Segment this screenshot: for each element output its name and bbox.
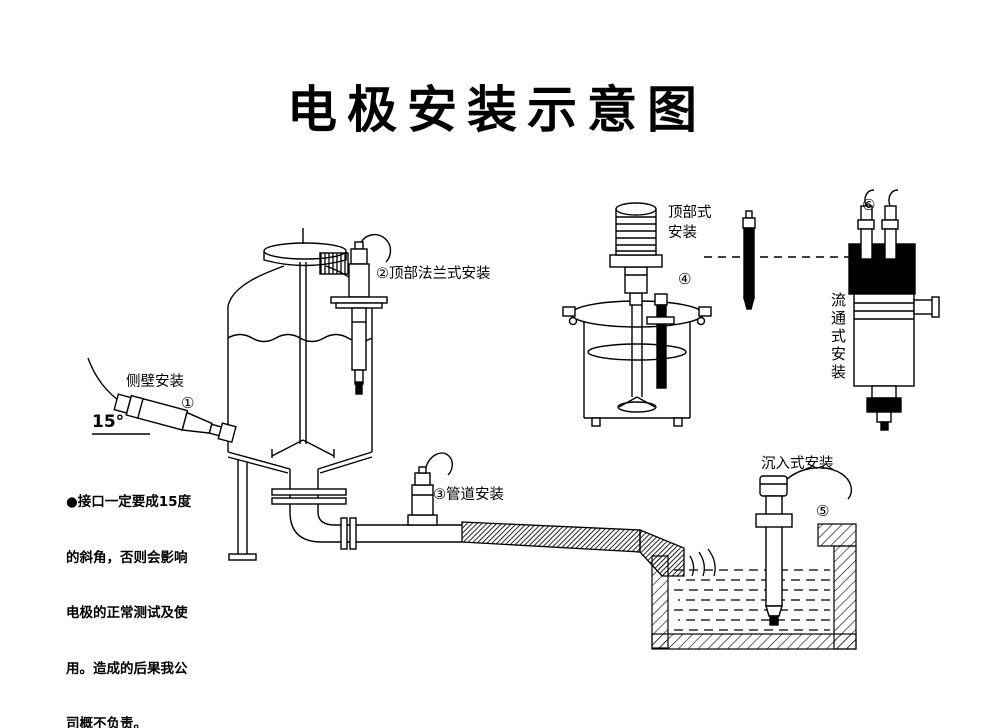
label-pipeline-install: ③管道安装 — [433, 487, 504, 503]
drain-pipe — [271, 488, 462, 550]
label-angle-15: 15° — [92, 412, 125, 432]
marker-6: ⑥ — [862, 196, 876, 214]
main-tank — [227, 228, 373, 561]
side-wall-electrode — [87, 357, 237, 444]
top-mount-assembly — [562, 202, 712, 427]
warning-line: 司概不负责。 — [66, 716, 147, 728]
label-top-type-install: 顶部式 安装 — [668, 205, 712, 241]
submerged-electrode — [755, 467, 853, 626]
marker-1: ① — [181, 394, 195, 412]
flow-through-cell — [848, 189, 940, 431]
warning-line: ●接口一定要成15度 — [66, 494, 192, 510]
warning-line: 用。造成的后果我公 — [66, 660, 188, 677]
label-top-flange-install: ②顶部法兰式安装 — [376, 266, 491, 282]
warning-note: ●接口一定要成15度 的斜角，否则会影响 电极的正常测试及使 用。造成的后果我公… — [66, 456, 211, 728]
top-flange-electrode — [330, 233, 392, 395]
page-title: 电极安装示意图 — [287, 80, 707, 139]
marker-4: ④ — [678, 270, 692, 288]
label-side-wall-install: 侧壁安装 — [126, 374, 184, 390]
water-surface-dashes — [674, 569, 830, 631]
label-flow-through-install: 流通式安装 — [829, 292, 847, 382]
warning-line: 的斜角，否则会影响 — [66, 549, 188, 566]
reference-electrode — [742, 210, 756, 310]
marker-5: ⑤ — [816, 502, 830, 520]
collection-pit — [651, 523, 857, 650]
warning-line: 电极的正常测试及使 — [66, 605, 188, 621]
discharge-channel — [461, 521, 716, 577]
pipeline-electrode — [407, 452, 453, 526]
label-submerged-install: 沉入式安装 — [761, 456, 834, 472]
